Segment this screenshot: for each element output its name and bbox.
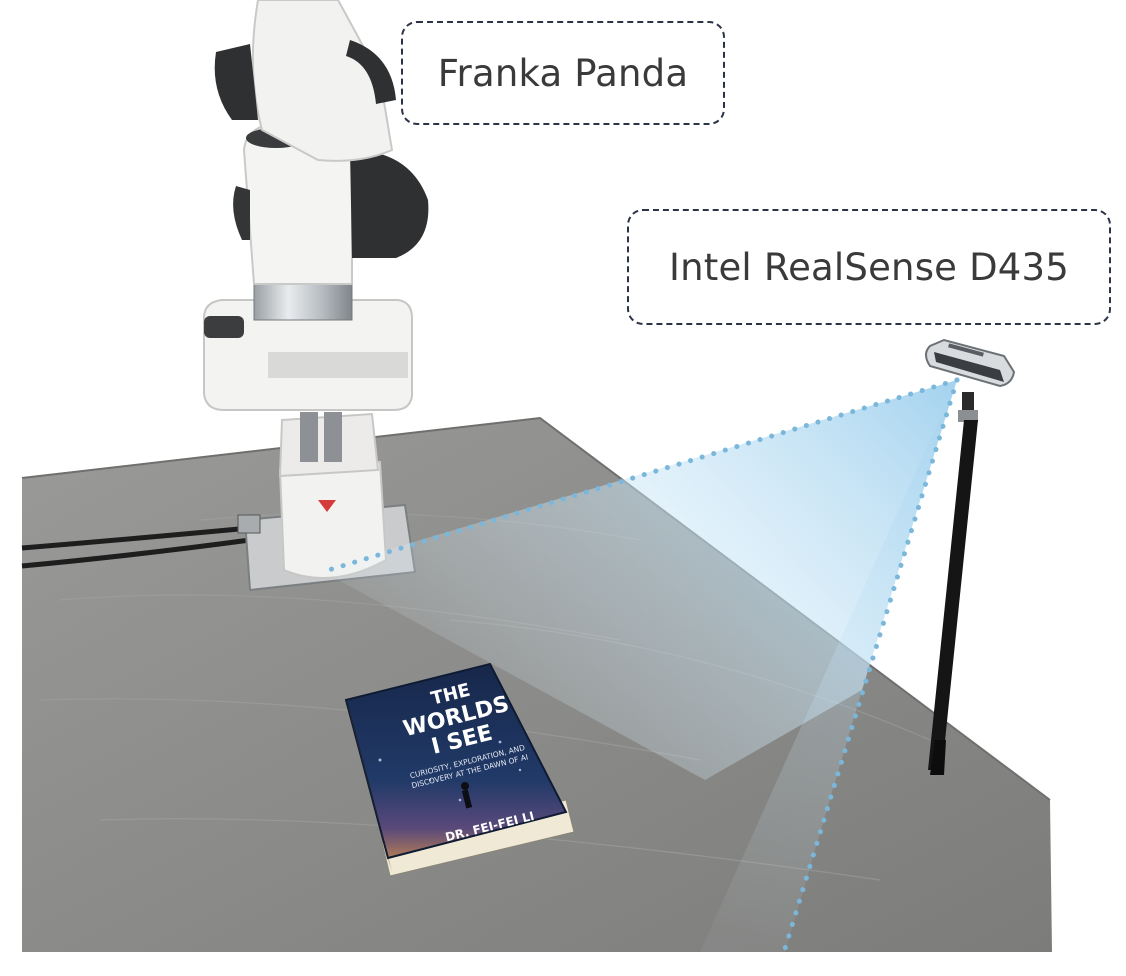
- book: THE WORLDS I SEE CURIOSITY, EXPLORATION,…: [344, 662, 575, 877]
- robot-cables: [21, 525, 251, 569]
- depth-camera-icon: [925, 338, 1016, 388]
- camera-label-text: Intel RealSense D435: [668, 245, 1070, 289]
- robot-label-text: Franka Panda: [437, 51, 689, 95]
- camera-label-callout: Intel RealSense D435: [627, 209, 1111, 325]
- camera-stand: [928, 392, 978, 775]
- camera-field-of-view: [319, 377, 960, 955]
- robot-arm-icon: [203, 0, 429, 579]
- robot-label-callout: Franka Panda: [401, 21, 725, 125]
